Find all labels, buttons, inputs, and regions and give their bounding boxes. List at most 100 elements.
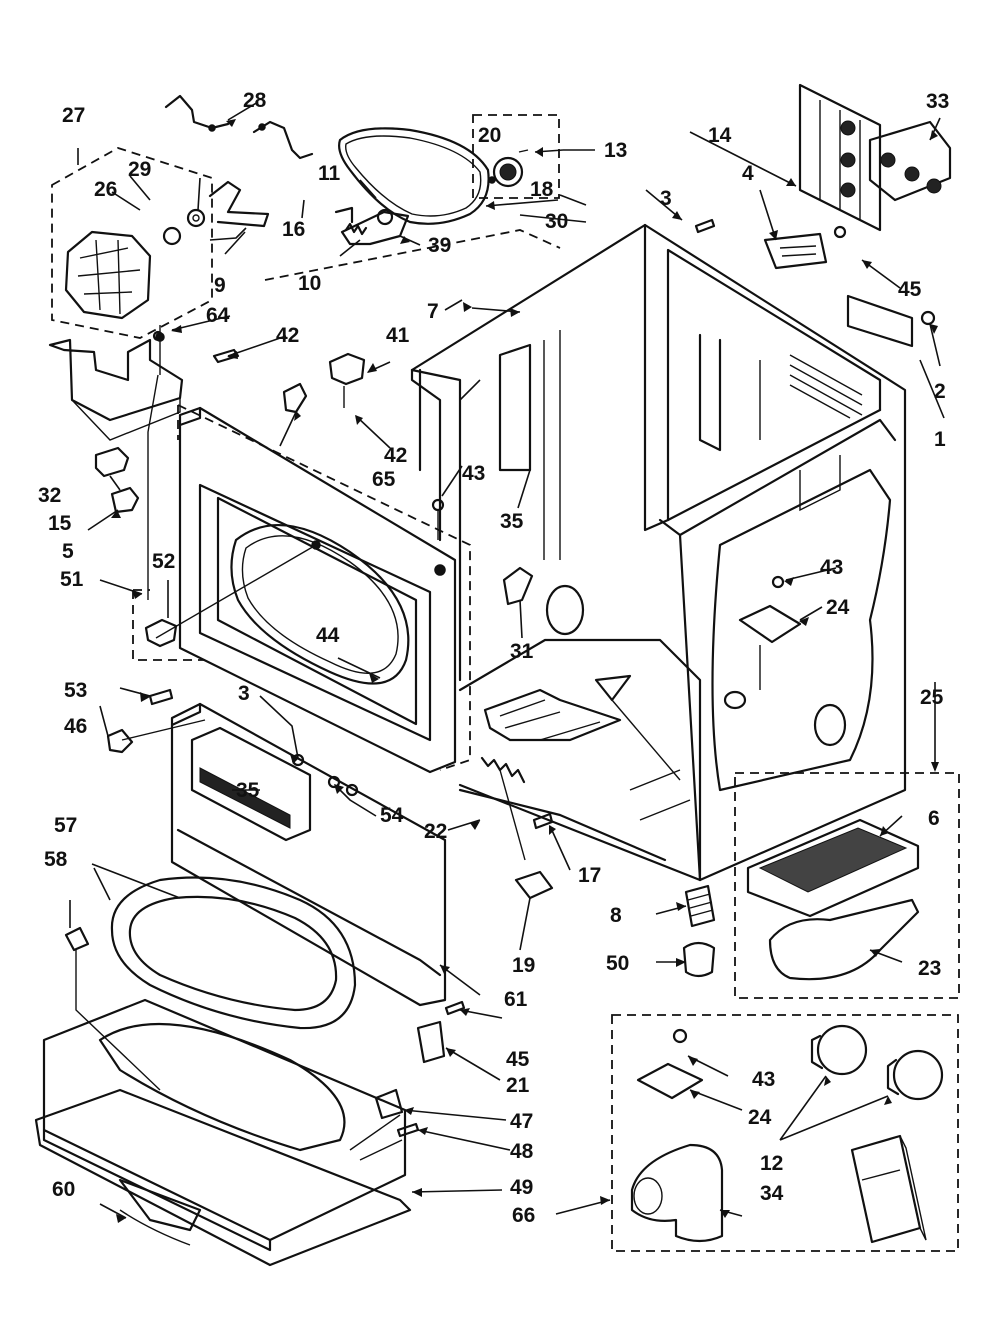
label-26: 26 bbox=[94, 178, 117, 201]
label-18: 18 bbox=[530, 178, 554, 201]
idler-spring bbox=[344, 222, 368, 236]
switch-5 bbox=[110, 486, 140, 514]
small-parts-left bbox=[94, 330, 366, 514]
pan-60 bbox=[34, 1088, 412, 1267]
label-4: 4 bbox=[742, 162, 754, 185]
label-15: 15 bbox=[48, 512, 72, 535]
label-33: 33 bbox=[926, 90, 949, 113]
label-25: 25 bbox=[920, 686, 944, 709]
terminal-block-14 bbox=[798, 83, 882, 232]
label-17: 17 bbox=[578, 864, 601, 887]
lint-filter-assembly bbox=[746, 818, 920, 981]
wiring-and-belt bbox=[164, 94, 529, 246]
leg-8 bbox=[684, 884, 716, 928]
screw-53 bbox=[148, 688, 174, 706]
label-20: 20 bbox=[478, 124, 501, 147]
label-22: 22 bbox=[424, 820, 447, 843]
label-50: 50 bbox=[606, 952, 629, 975]
label-16: 16 bbox=[282, 218, 305, 241]
heater-element bbox=[483, 688, 622, 742]
toe-panel bbox=[170, 702, 447, 1007]
label-13: 13 bbox=[604, 139, 627, 162]
front-panel bbox=[144, 406, 457, 774]
cap-12b bbox=[892, 1049, 944, 1101]
label-49: 49 bbox=[510, 1176, 533, 1199]
label-51: 51 bbox=[60, 568, 84, 591]
screw-48 bbox=[396, 1122, 420, 1138]
label-45a: 45 bbox=[898, 278, 922, 301]
hinge-21 bbox=[416, 1020, 446, 1064]
label-64: 64 bbox=[206, 304, 230, 327]
label-44: 44 bbox=[316, 624, 340, 647]
service-kit bbox=[630, 1024, 944, 1244]
lint-screen-6 bbox=[746, 818, 920, 918]
switch-15 bbox=[94, 446, 130, 478]
drum-trim bbox=[98, 1022, 346, 1152]
label-34: 34 bbox=[760, 1182, 784, 1205]
duct-elbow-34 bbox=[630, 1143, 724, 1243]
cap-12a bbox=[816, 1024, 868, 1076]
clip-58 bbox=[64, 926, 90, 952]
label-57: 57 bbox=[54, 814, 77, 837]
label-42b: 42 bbox=[384, 444, 407, 467]
base-assembly bbox=[34, 876, 466, 1267]
base-plate-49 bbox=[42, 998, 407, 1242]
latch-52 bbox=[144, 618, 178, 648]
label-11: 11 bbox=[318, 162, 341, 185]
leader-lines bbox=[69, 101, 945, 1219]
label-7: 7 bbox=[427, 300, 439, 323]
spring-22 bbox=[480, 756, 526, 784]
switch-65 bbox=[282, 382, 308, 414]
label-53: 53 bbox=[64, 679, 87, 702]
bracket-4 bbox=[763, 232, 828, 270]
leveling-legs bbox=[682, 884, 716, 978]
control-assembly bbox=[694, 83, 952, 348]
label-52: 52 bbox=[152, 550, 175, 573]
label-54: 54 bbox=[380, 804, 404, 827]
label-47: 47 bbox=[510, 1110, 533, 1133]
label-65: 65 bbox=[372, 468, 396, 491]
label-41: 41 bbox=[386, 324, 410, 347]
drive-belt bbox=[338, 127, 490, 225]
part-labels: 27 28 29 26 16 9 11 10 39 30 20 18 13 64… bbox=[38, 89, 949, 1227]
leg-pad-50 bbox=[682, 941, 716, 978]
label-61: 61 bbox=[504, 988, 528, 1011]
cabinet-front-group-box bbox=[132, 404, 471, 771]
label-35a: 35 bbox=[500, 510, 524, 533]
clip-19 bbox=[514, 870, 554, 900]
hardware bbox=[106, 498, 802, 900]
label-2: 2 bbox=[934, 380, 946, 403]
label-23: 23 bbox=[918, 957, 941, 980]
label-6: 6 bbox=[928, 807, 940, 830]
label-58: 58 bbox=[44, 848, 68, 871]
glide-46 bbox=[106, 728, 134, 754]
drive-motor bbox=[64, 230, 152, 320]
label-39: 39 bbox=[428, 234, 451, 257]
label-35b: 35 bbox=[236, 779, 260, 802]
manual-booklet bbox=[850, 1134, 922, 1244]
badge-35-lower bbox=[190, 726, 312, 842]
label-66: 66 bbox=[512, 1204, 535, 1227]
screw-3-top bbox=[694, 218, 716, 234]
door-switch-41 bbox=[328, 352, 366, 386]
label-46: 46 bbox=[64, 715, 87, 738]
label-3-top: 3 bbox=[660, 187, 672, 210]
door-opening bbox=[230, 523, 410, 685]
label-32: 32 bbox=[38, 484, 61, 507]
label-60: 60 bbox=[52, 1178, 75, 1201]
idler-pulley bbox=[492, 156, 524, 188]
label-12: 12 bbox=[760, 1152, 783, 1175]
terminal-cover-33 bbox=[868, 120, 952, 202]
label-30: 30 bbox=[545, 210, 568, 233]
thermostat-screw-42 bbox=[212, 348, 240, 364]
label-9: 9 bbox=[214, 274, 226, 297]
label-19: 19 bbox=[512, 954, 535, 977]
wire-harness-16 bbox=[252, 120, 314, 160]
group-boxes bbox=[51, 114, 960, 1252]
label-21: 21 bbox=[506, 1074, 530, 1097]
cover-plate-1 bbox=[846, 294, 914, 348]
screw-17 bbox=[532, 812, 554, 830]
label-8: 8 bbox=[610, 904, 622, 927]
wire-harness-28 bbox=[164, 94, 230, 130]
